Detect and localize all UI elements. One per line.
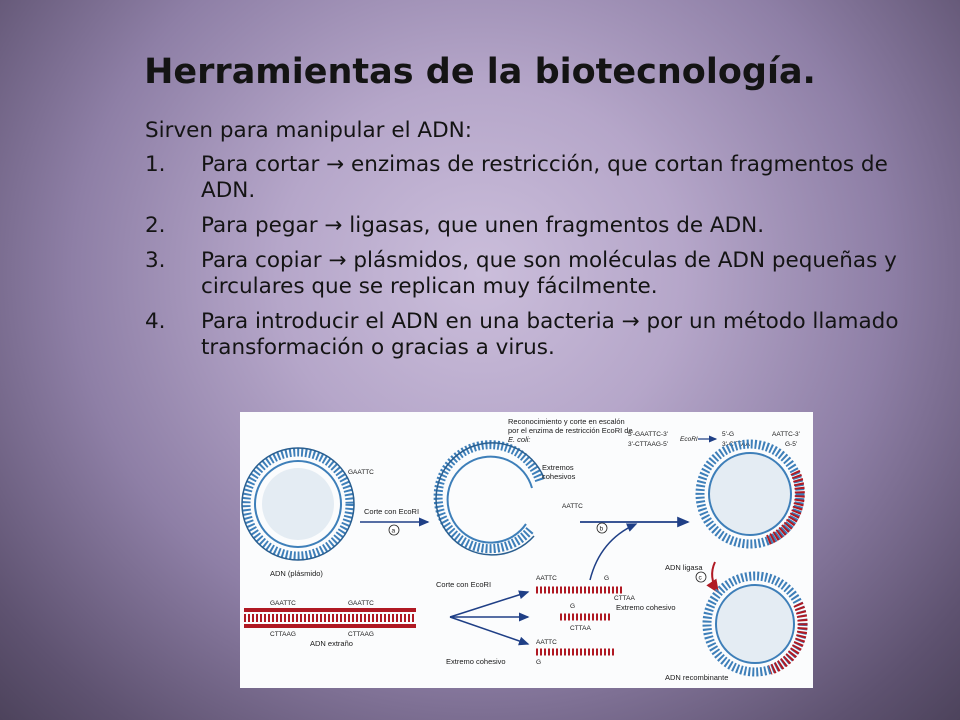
- cut-label-1: Corte con EcoRI: [364, 507, 419, 516]
- item-lead: Para pegar: [201, 213, 318, 238]
- enzyme-label: EcoRI: [680, 436, 698, 443]
- opened-plasmid: [433, 440, 545, 556]
- list-item: 2. Para pegar → ligasas, que unen fragme…: [145, 213, 905, 239]
- item-lead: Para introducir el ADN en una bacteria: [201, 309, 615, 334]
- ends-label-2: cohesivos: [542, 472, 576, 481]
- recombinant-plasmid: [702, 571, 808, 677]
- foreign-right-top: GAATTC: [348, 600, 374, 607]
- ligase-label: ADN ligasa: [665, 563, 703, 572]
- step-a-badge: [388, 524, 400, 536]
- plasmid-seq: GAATTC: [348, 469, 374, 476]
- cut-bottom-right: G-5': [785, 441, 797, 448]
- item-text: plásmidos, que son moléculas de ADN pequ…: [201, 248, 897, 299]
- caption-line-1: Reconocimiento y corte en escalón: [508, 417, 625, 426]
- list-item: 1. Para cortar → enzimas de restricción,…: [145, 152, 905, 204]
- frag-mid-seq: CTTAA: [570, 625, 591, 632]
- item-text: ligasas, que unen fragmentos de ADN.: [342, 213, 765, 238]
- item-lead: Para cortar: [201, 152, 320, 177]
- foreign-right-bot: CTTAAG: [348, 631, 374, 638]
- slide-title: Herramientas de la biotecnología.: [144, 52, 816, 92]
- foreign-dna: [244, 608, 416, 628]
- recombinant-dna-diagram: Reconocimiento y corte en escalón por el…: [240, 412, 813, 688]
- item-lead: Para copiar: [201, 248, 322, 273]
- branch-arrow-bottom-icon: [449, 616, 530, 646]
- item-text: por un método llamado transformación o g…: [201, 309, 899, 360]
- list-item: 4. Para introducir el ADN en una bacteri…: [145, 309, 905, 361]
- step-c-badge: [695, 571, 707, 583]
- item-number: 1.: [145, 152, 166, 177]
- step-c: c: [699, 575, 703, 582]
- step-a: a: [392, 528, 396, 535]
- curve-arrow-icon: [589, 523, 638, 581]
- right-arrow-icon: →: [328, 248, 347, 273]
- seq-bottom: 3'-CTTAAG-5': [628, 441, 668, 448]
- foreign-label: ADN extraño: [310, 639, 353, 648]
- caption-line-2: por el enzima de restricción EcoRI de: [508, 426, 633, 435]
- seq-top: 5'-GAATTC-3': [628, 431, 668, 438]
- ends-seq: AATTC: [562, 503, 583, 510]
- step-b-badge: [596, 522, 608, 534]
- sticky-label-1: Extremo cohesivo: [616, 603, 676, 612]
- item-number: 2.: [145, 213, 166, 238]
- item-number: 4.: [145, 309, 166, 334]
- sticky-label-2: Extremo cohesivo: [446, 657, 506, 666]
- frag-bottom-g: G: [536, 659, 541, 666]
- diagram-svg: Reconocimiento y corte en escalón por el…: [241, 417, 808, 682]
- frag-top-g: G: [604, 575, 609, 582]
- intro-text: Sirven para manipular el ADN:: [145, 118, 472, 143]
- right-arrow-icon: →: [324, 213, 343, 238]
- tools-list: 1. Para cortar → enzimas de restricción,…: [145, 152, 905, 370]
- ends-label-1: Extremos: [542, 463, 574, 472]
- frag-mid-g: G: [570, 603, 575, 610]
- item-number: 3.: [145, 248, 166, 273]
- frag-top-seq: AATTC: [536, 575, 557, 582]
- cut-label-2: Corte con EcoRI: [436, 580, 491, 589]
- right-arrow-icon: →: [621, 309, 640, 334]
- caption-line-3: E. coli:: [508, 435, 531, 444]
- plasmid-circle: [241, 447, 355, 561]
- right-arrow-icon: →: [326, 152, 345, 177]
- step-b: b: [600, 526, 604, 533]
- item-text: enzimas de restricción, que cortan fragm…: [201, 152, 888, 203]
- plasmid-label: ADN (plásmido): [270, 569, 323, 578]
- ligase-arrow-icon: [706, 561, 720, 594]
- cut-top-left: 5'-G: [722, 431, 734, 438]
- cut-top-right: AATTC-3': [772, 431, 800, 438]
- recombinant-label: ADN recombinante: [665, 673, 728, 682]
- branch-arrow-top-icon: [449, 590, 530, 618]
- plasmid-with-insert: [695, 439, 805, 549]
- foreign-left-top: GAATTC: [270, 600, 296, 607]
- foreign-left-bot: CTTAAG: [270, 631, 296, 638]
- frag-right-seq: CTTAA: [614, 595, 635, 602]
- list-item: 3. Para copiar → plásmidos, que son molé…: [145, 248, 905, 300]
- frag-bottom-seq: AATTC: [536, 639, 557, 646]
